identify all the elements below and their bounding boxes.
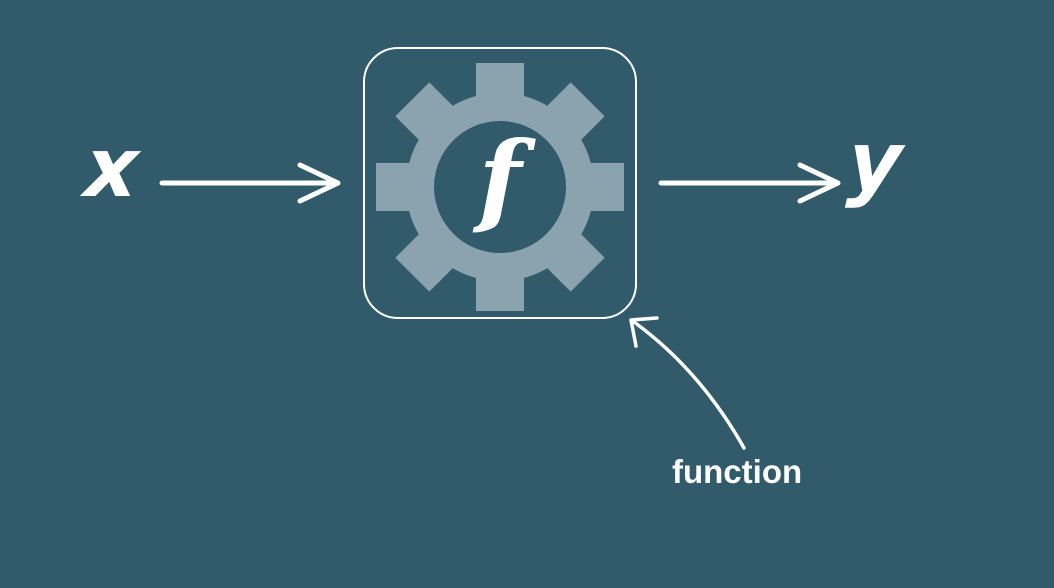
input-arrow — [159, 162, 341, 204]
output-variable: y — [844, 115, 905, 210]
gear-icon — [376, 63, 624, 311]
pointer-arrow — [629, 316, 746, 450]
function-box — [363, 47, 637, 319]
input-variable: x — [81, 121, 142, 216]
function-caption: function — [672, 453, 803, 490]
function-symbol: f — [478, 119, 522, 237]
output-arrow — [658, 162, 841, 204]
